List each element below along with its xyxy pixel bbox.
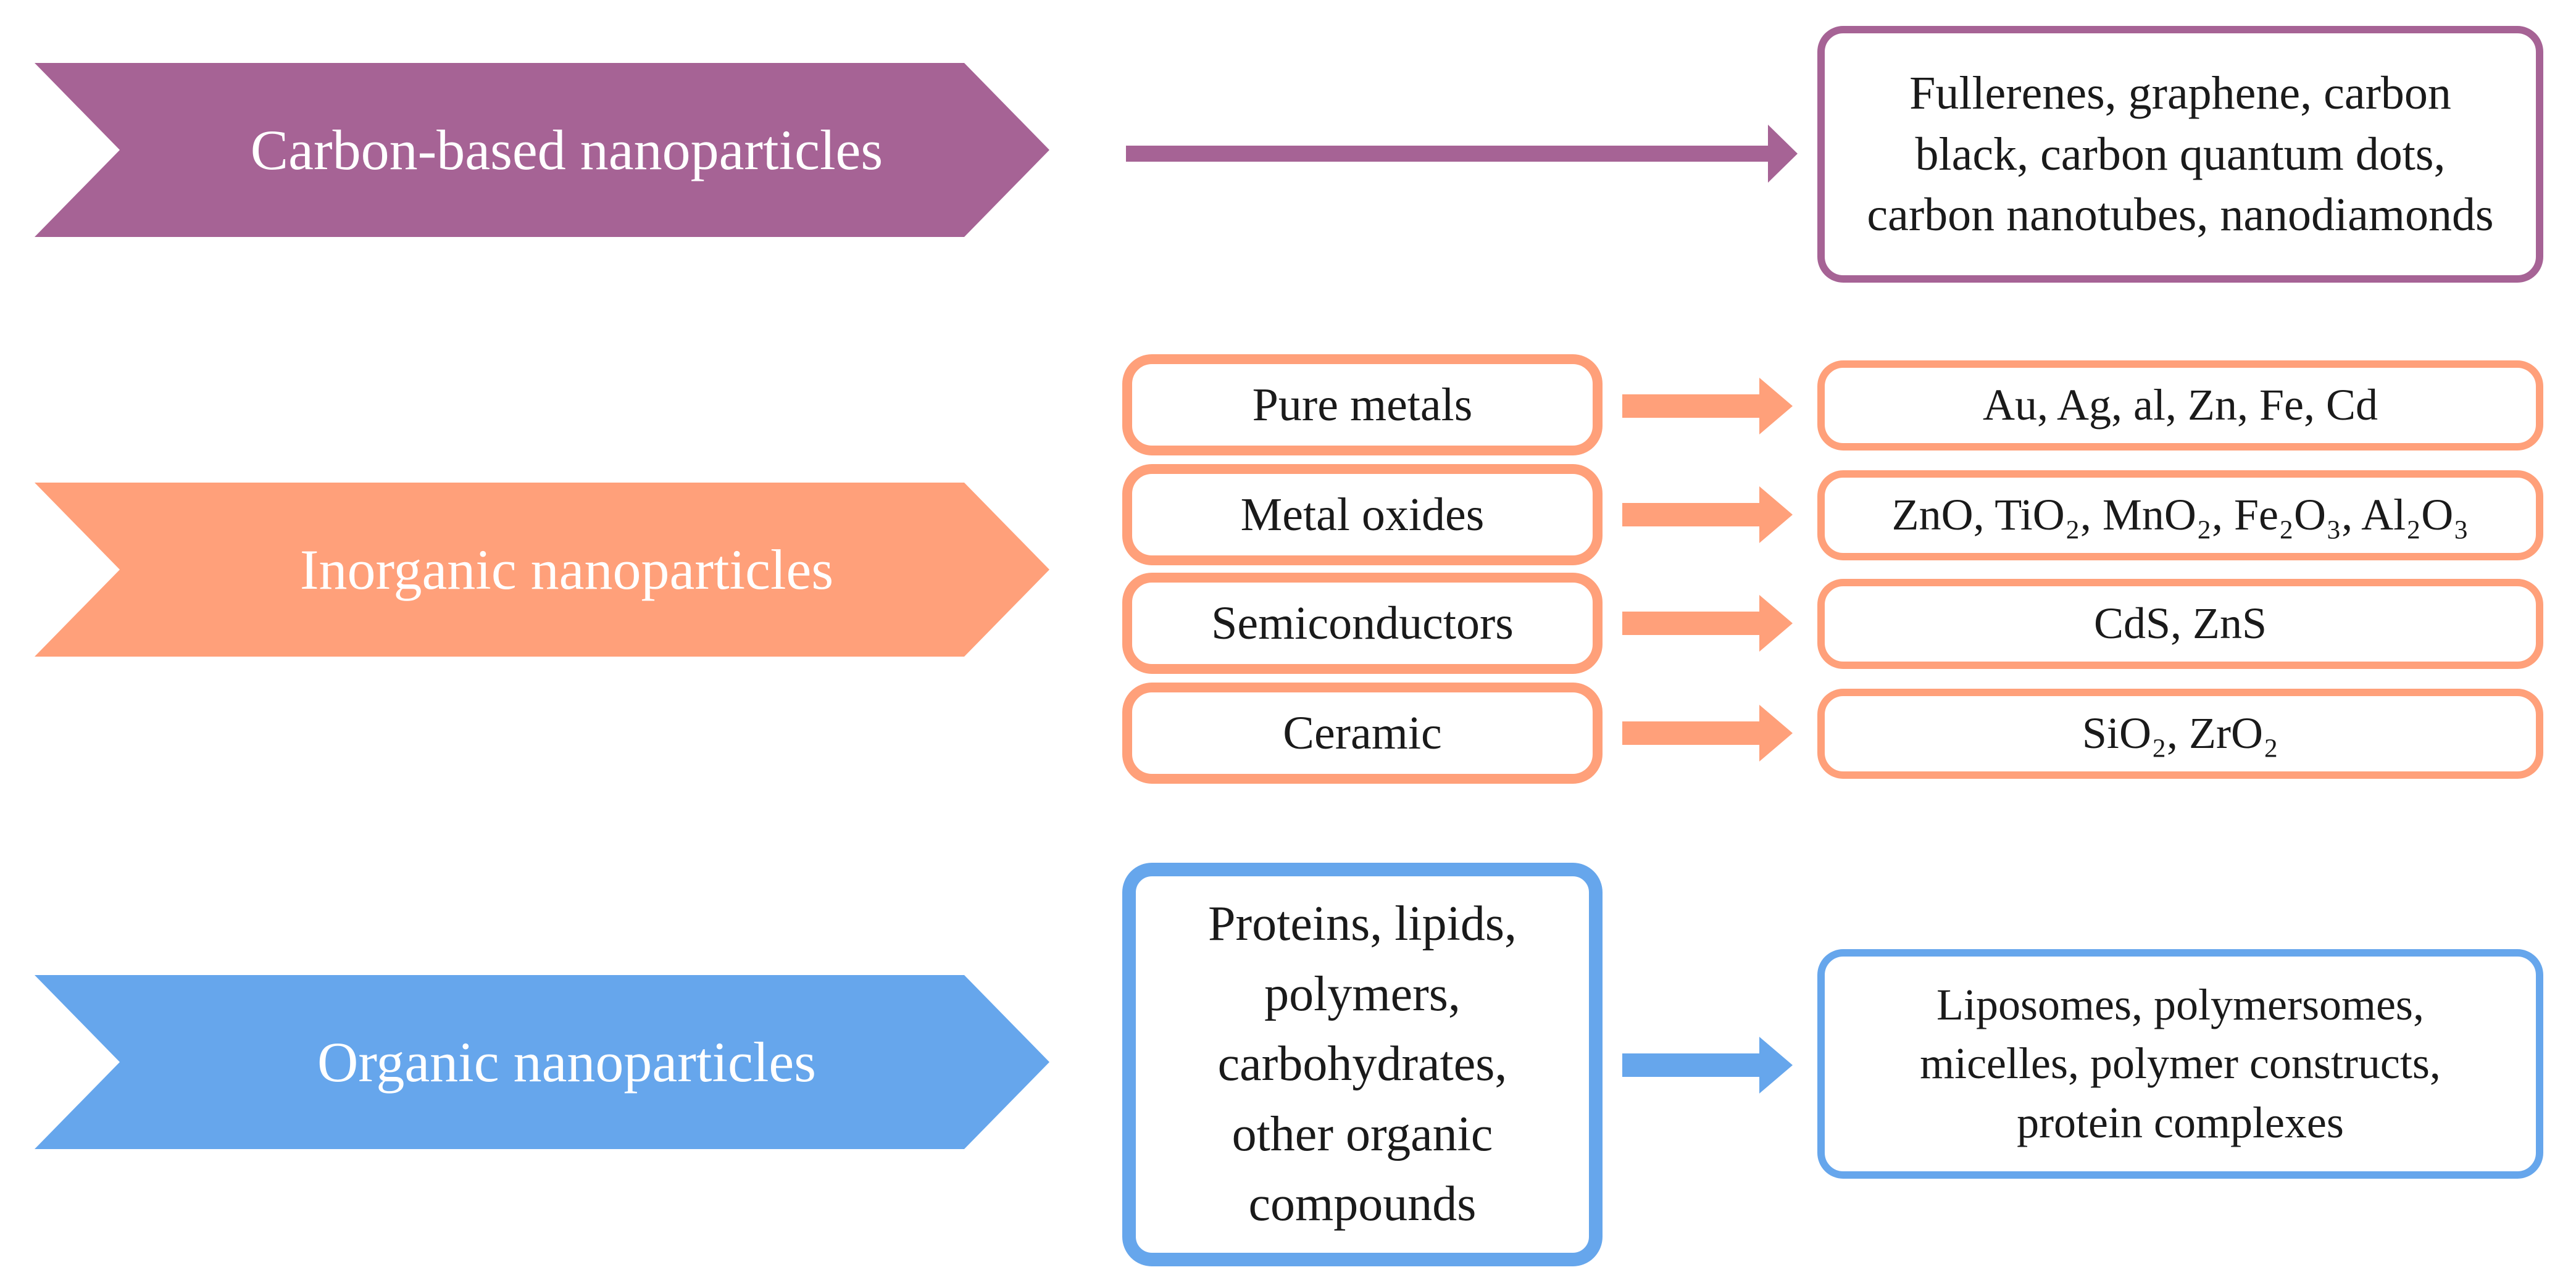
pure-metals-examples-box: Au, Ag, al, Zn, Fe, Cd <box>1817 360 2543 451</box>
organic-sources-line: other organic <box>1232 1107 1493 1161</box>
metal-oxides-examples: ZnO, TiO₂, MnO₂, Fe₂O₃, Al₂O₃ <box>1891 490 2469 540</box>
metal-oxides-examples-box: ZnO, TiO₂, MnO₂, Fe₂O₃, Al₂O₃ <box>1817 470 2543 560</box>
carbon-category-chevron: Carbon-based nanoparticles <box>35 63 1049 237</box>
ceramic-examples-box: SiO₂, ZrO₂ <box>1817 689 2543 779</box>
organic-examples-box: Liposomes, polymersomes, micelles, polym… <box>1817 949 2543 1179</box>
pure-metals-label: Pure metals <box>1252 378 1473 431</box>
organic-sources-line: carbohydrates, <box>1217 1037 1507 1092</box>
metal-oxides-arrow-icon <box>1622 486 1793 543</box>
metal-oxides-label: Metal oxides <box>1240 488 1485 541</box>
carbon-examples-box: Fullerenes, graphene, carbon black, carb… <box>1817 26 2543 283</box>
organic-sources-box: Proteins, lipids, polymers, carbohydrate… <box>1122 863 1603 1266</box>
inorganic-category-chevron: Inorganic nanoparticles <box>35 483 1049 657</box>
organic-category-label: Organic nanoparticles <box>317 1031 817 1094</box>
semiconductors-box: Semiconductors <box>1122 573 1603 674</box>
semiconductors-arrow-icon <box>1622 595 1793 652</box>
chevron-shape-icon <box>35 483 1049 657</box>
pure-metals-box: Pure metals <box>1122 354 1603 455</box>
ceramic-examples: SiO₂, ZrO₂ <box>2082 708 2279 758</box>
ceramic-arrow-icon <box>1622 705 1793 762</box>
organic-sources-line: compounds <box>1248 1177 1477 1232</box>
pure-metals-arrow-icon <box>1622 378 1793 434</box>
pure-metals-examples: Au, Ag, al, Zn, Fe, Cd <box>1983 380 2378 430</box>
organic-sources-line: polymers, <box>1264 966 1461 1021</box>
carbon-examples-line: black, carbon quantum dots, <box>1915 128 2446 180</box>
semiconductors-examples-box: CdS, ZnS <box>1817 579 2543 669</box>
carbon-category-label: Carbon-based nanoparticles <box>250 118 883 181</box>
carbon-examples-line: carbon nanotubes, nanodiamonds <box>1867 189 2494 241</box>
semiconductors-label: Semiconductors <box>1211 597 1514 649</box>
ceramic-label: Ceramic <box>1283 707 1442 759</box>
carbon-arrow-icon <box>1126 125 1798 183</box>
organic-examples-line: Liposomes, polymersomes, <box>1936 980 2424 1030</box>
organic-category-chevron: Organic nanoparticles <box>35 975 1049 1149</box>
organic-sources-line: Proteins, lipids, <box>1207 897 1517 952</box>
chevron-shape-icon <box>35 63 1049 237</box>
chevron-shape-icon <box>35 975 1049 1149</box>
organic-examples-line: micelles, polymer constructs, <box>1920 1039 2441 1089</box>
organic-arrow-icon <box>1622 1037 1793 1094</box>
inorganic-category-label: Inorganic nanoparticles <box>299 538 834 601</box>
organic-examples-line: protein complexes <box>2017 1097 2344 1147</box>
carbon-examples-line: Fullerenes, graphene, carbon <box>1909 67 2451 119</box>
ceramic-box: Ceramic <box>1122 683 1603 784</box>
semiconductors-examples: CdS, ZnS <box>2093 599 2267 649</box>
metal-oxides-box: Metal oxides <box>1122 464 1603 565</box>
